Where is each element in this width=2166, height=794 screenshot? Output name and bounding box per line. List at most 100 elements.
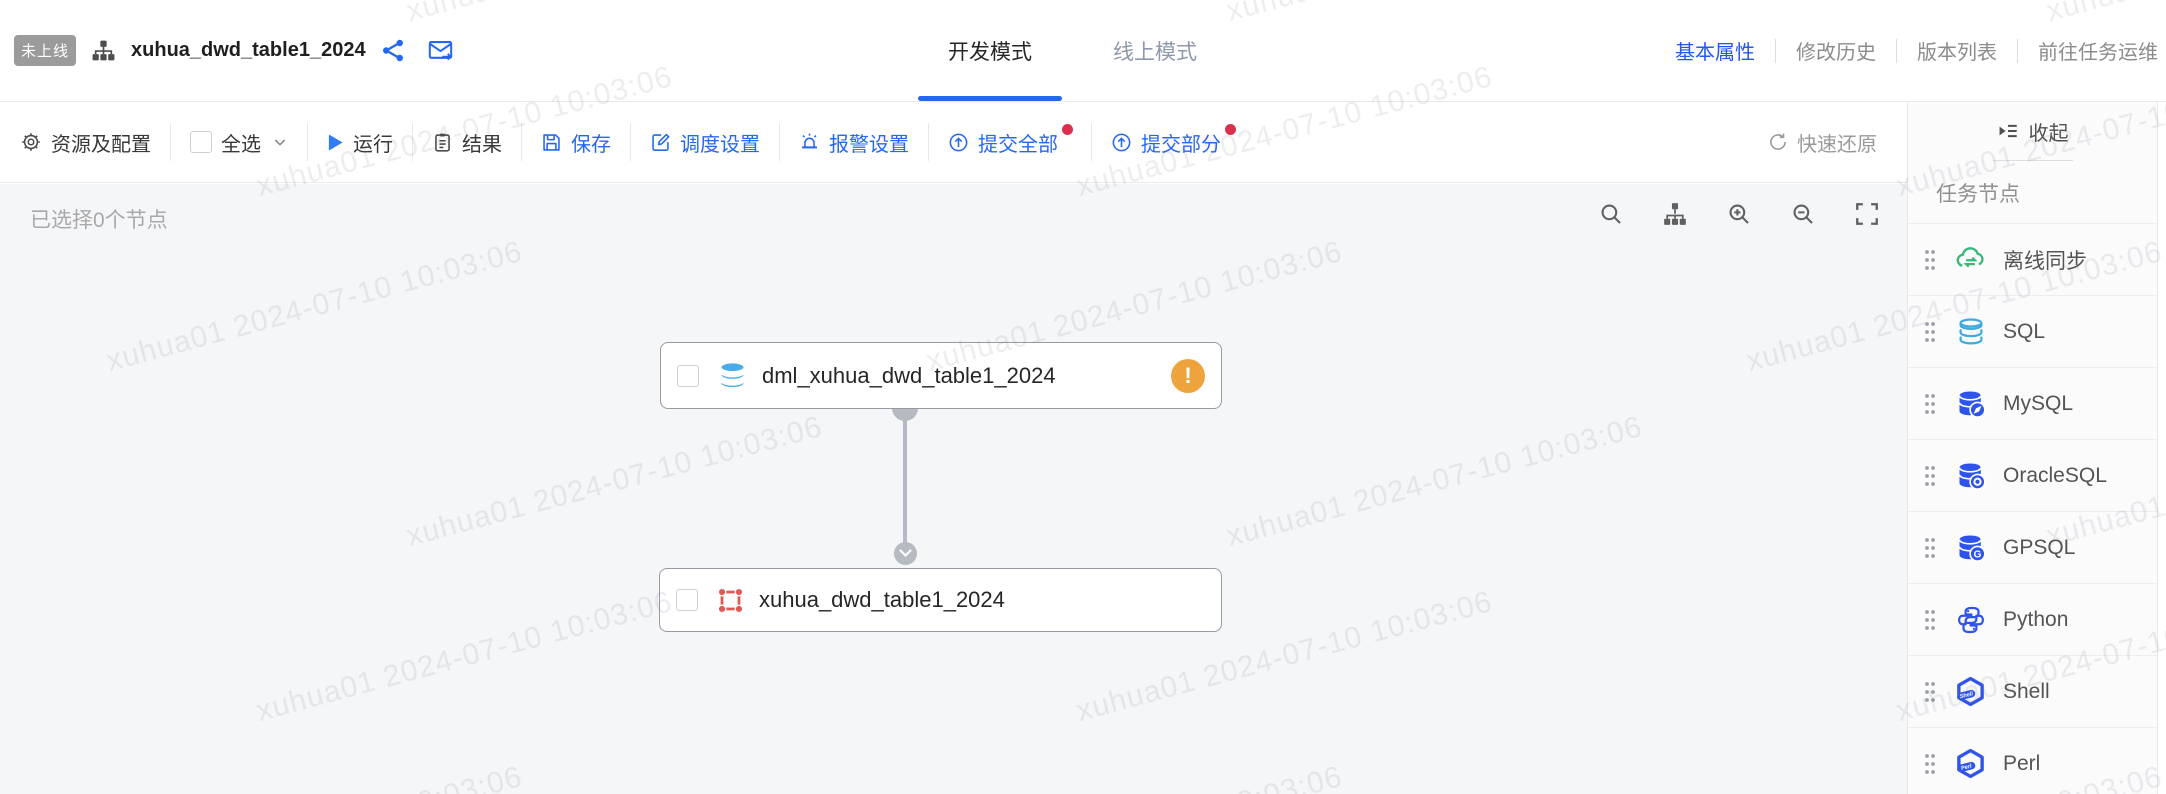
divider: [307, 123, 308, 161]
node-checkbox[interactable]: [677, 364, 699, 387]
drag-handle-icon[interactable]: [1923, 680, 1937, 704]
svg-text:G: G: [1973, 549, 1981, 560]
mysql-icon: [1955, 389, 1986, 419]
offline-sync-icon: [1955, 244, 1986, 275]
sql-icon: [1955, 317, 1986, 347]
divider: [1896, 38, 1897, 63]
palette-item-shell[interactable]: Shell Shell: [1908, 656, 2157, 728]
header-left: 未上线 xuhua_dwd_table1_2024: [14, 0, 454, 101]
alarm-settings-button[interactable]: 报警设置: [799, 128, 909, 157]
drag-handle-icon[interactable]: [1923, 536, 1937, 560]
svg-text:Shell: Shell: [1959, 691, 1974, 700]
drag-handle-icon[interactable]: [1923, 392, 1937, 416]
edge-arrow-icon: [894, 542, 917, 565]
select-all-checkbox[interactable]: [190, 131, 212, 153]
palette-item-sql[interactable]: SQL: [1908, 296, 2157, 368]
fullscreen-icon[interactable]: [1854, 201, 1880, 227]
selection-hint: 已选择0个节点: [30, 209, 168, 232]
svg-text:Perl: Perl: [1961, 763, 1973, 772]
shell-icon: Shell: [1955, 676, 1986, 707]
unsubmitted-dot: [1062, 123, 1073, 135]
zoom-out-icon[interactable]: [1790, 201, 1816, 227]
palette-item-mysql[interactable]: MySQL: [1908, 368, 2157, 440]
submit-all-button[interactable]: 提交全部: [948, 123, 1073, 157]
palette-item-python[interactable]: Python: [1908, 584, 2157, 656]
auto-layout-icon[interactable]: [1662, 201, 1688, 227]
submit-circle-up-icon: [1111, 132, 1132, 153]
edge-line: [903, 416, 907, 546]
panel-title: 任务节点: [1908, 161, 2157, 224]
divider: [928, 123, 929, 161]
status-badge: 未上线: [14, 35, 77, 66]
submit-circle-up-icon: [948, 132, 969, 153]
search-icon[interactable]: [1598, 201, 1624, 227]
header-links: 基本属性 修改历史 版本列表 前往任务运维: [1675, 0, 2158, 101]
drag-handle-icon[interactable]: [1923, 248, 1937, 272]
divider: [521, 123, 522, 161]
divider: [2017, 38, 2018, 63]
table-frame-icon: [716, 586, 745, 615]
divider: [170, 123, 171, 161]
dag-node-dml[interactable]: dml_xuhua_dwd_table1_2024 !: [660, 342, 1222, 409]
dag-canvas[interactable]: 已选择0个节点: [0, 184, 1907, 794]
header: 未上线 xuhua_dwd_table1_2024 开发模式 线上模式 基本属性…: [0, 0, 2166, 102]
tab-online-mode[interactable]: 线上模式: [1113, 40, 1197, 64]
edge-source-port: [892, 408, 918, 421]
divider: [1992, 160, 2073, 161]
resource-config-button[interactable]: 资源及配置: [20, 128, 151, 157]
gpsql-icon: G: [1955, 533, 1986, 563]
divider: [412, 123, 413, 161]
share-icon[interactable]: [381, 38, 406, 63]
chevron-down-icon[interactable]: [272, 134, 288, 150]
palette-item-perl[interactable]: Perl Perl: [1908, 728, 2157, 794]
palette-item-offline-sync[interactable]: 离线同步: [1908, 224, 2157, 296]
node-label: dml_xuhua_dwd_table1_2024: [762, 362, 1056, 388]
schedule-settings-button[interactable]: 调度设置: [650, 128, 760, 157]
collapse-panel-icon: [1997, 120, 2019, 142]
python-icon: [1955, 605, 1986, 635]
play-icon: [327, 133, 344, 152]
palette-item-oraclesql[interactable]: OracleSQL: [1908, 440, 2157, 512]
right-gutter: [2158, 102, 2166, 794]
link-goto-task-ops[interactable]: 前往任务运维: [2038, 42, 2158, 64]
select-all-control[interactable]: 全选: [190, 128, 288, 157]
warning-badge-icon[interactable]: !: [1171, 358, 1205, 393]
zoom-in-icon[interactable]: [1726, 201, 1752, 227]
quick-restore-button[interactable]: 快速还原: [1768, 128, 1877, 157]
database-icon: [717, 360, 748, 391]
node-label: xuhua_dwd_table1_2024: [759, 587, 1005, 612]
drag-handle-icon[interactable]: [1923, 320, 1937, 344]
palette-item-gpsql[interactable]: G GPSQL: [1908, 512, 2157, 584]
drag-handle-icon[interactable]: [1923, 608, 1937, 632]
send-mail-icon[interactable]: [427, 37, 454, 64]
save-button[interactable]: 保存: [541, 128, 611, 157]
perl-icon: Perl: [1955, 748, 1986, 779]
drag-handle-icon[interactable]: [1923, 464, 1937, 488]
drag-handle-icon[interactable]: [1923, 752, 1937, 776]
active-tab-underline: [918, 96, 1062, 101]
tab-dev-mode[interactable]: 开发模式: [948, 40, 1032, 64]
link-basic-properties[interactable]: 基本属性: [1675, 42, 1755, 64]
link-version-list[interactable]: 版本列表: [1917, 42, 1997, 64]
submit-part-button[interactable]: 提交部分: [1111, 123, 1236, 157]
oraclesql-icon: [1955, 461, 1986, 491]
collapse-button[interactable]: 收起: [1908, 102, 2157, 160]
save-floppy-icon: [541, 132, 562, 153]
dag-node-table[interactable]: xuhua_dwd_table1_2024: [659, 568, 1222, 632]
unsubmitted-dot: [1225, 123, 1236, 135]
result-button[interactable]: 结果: [432, 128, 502, 157]
divider: [1775, 38, 1776, 63]
run-button[interactable]: 运行: [327, 128, 393, 157]
node-checkbox[interactable]: [676, 589, 698, 611]
link-modify-history[interactable]: 修改历史: [1796, 42, 1876, 64]
edit-icon: [650, 132, 671, 153]
toolbar: 资源及配置 全选 运行 结果: [0, 102, 1907, 183]
node-palette-sidebar: 收起 任务节点 离线同步 SQL: [1907, 102, 2158, 794]
alarm-siren-icon: [799, 132, 820, 153]
clipboard-icon: [432, 132, 453, 153]
page-title: xuhua_dwd_table1_2024: [131, 39, 366, 61]
divider: [779, 123, 780, 161]
refresh-icon: [1768, 132, 1788, 152]
divider: [630, 123, 631, 161]
